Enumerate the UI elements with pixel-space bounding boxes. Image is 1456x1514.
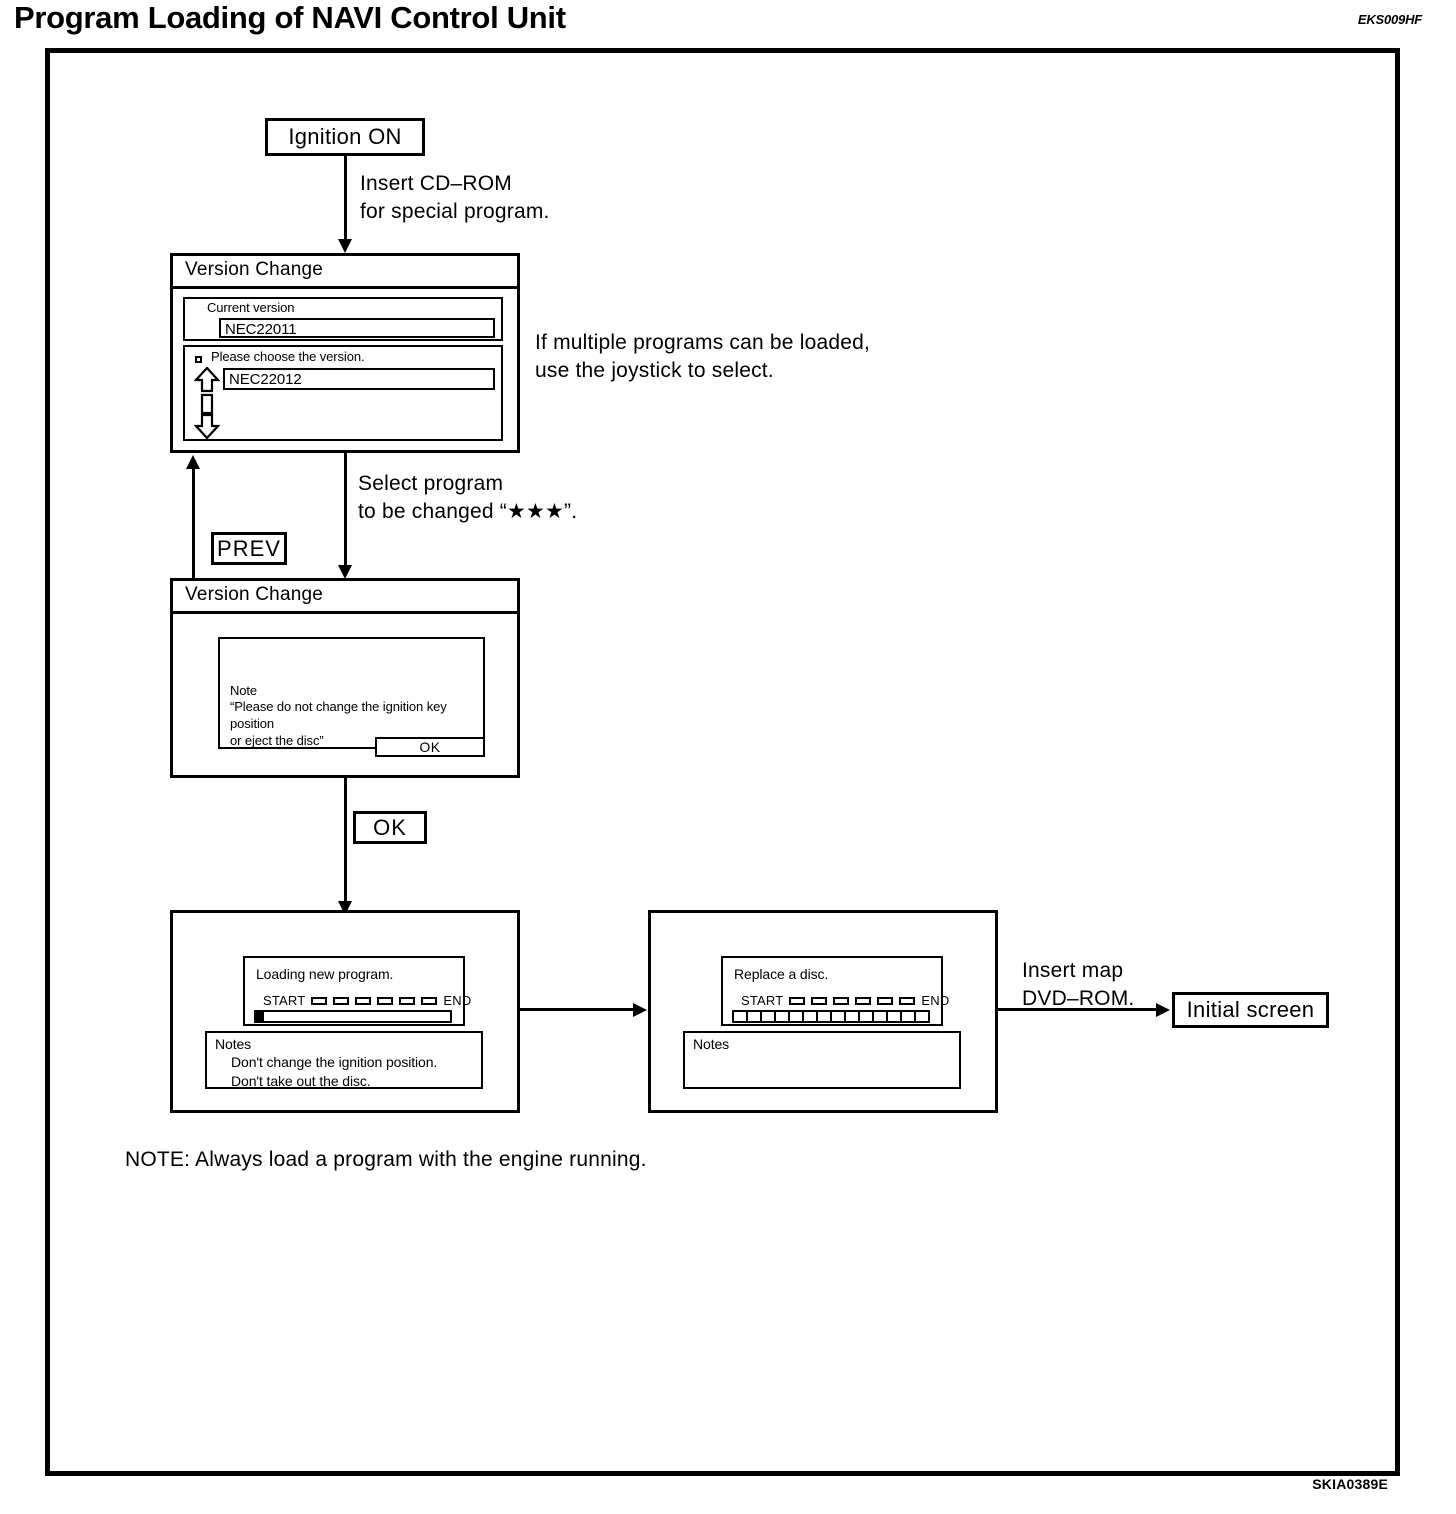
scale-tick <box>355 996 372 1005</box>
scale-tick <box>399 996 416 1005</box>
bar-segment <box>776 1012 790 1021</box>
scale-tick <box>421 996 438 1005</box>
replace-notes-panel: Notes <box>683 1031 961 1089</box>
bar-segment <box>790 1012 804 1021</box>
prev-button[interactable]: PREV <box>211 532 287 565</box>
arrowhead-up-prev <box>186 455 200 469</box>
choose-version-label: Please choose the version. <box>211 349 365 364</box>
replace-progress-panel: Replace a disc. START END <box>721 956 949 1026</box>
scale-tick <box>855 996 872 1005</box>
loading-progress-fill <box>256 1012 264 1021</box>
note-body: “Please do not change the ignition key p… <box>230 699 447 748</box>
connector-version2-to-loading <box>344 778 347 908</box>
choose-version-value[interactable]: NEC22012 <box>223 368 495 390</box>
connector-version1-to-version2 <box>344 453 347 565</box>
start-label: START <box>263 993 306 1008</box>
version-change-screen-1[interactable]: Version Change Current version NEC22011 … <box>170 253 520 453</box>
document-code: EKS009HF <box>1357 12 1422 27</box>
connector-ignition-to-version <box>344 156 347 242</box>
insert-cdrom-annotation: Insert CD–ROM for special program. <box>360 172 550 224</box>
bar-segment <box>902 1012 916 1021</box>
loading-notes-panel: Notes Don't change the ignition position… <box>205 1031 483 1089</box>
loading-program-screen: Loading new program. START END Notes <box>170 910 520 1113</box>
scale-tick <box>377 996 394 1005</box>
bar-segment <box>846 1012 860 1021</box>
scale-tick <box>789 996 806 1005</box>
scale-tick <box>833 996 850 1005</box>
loading-progress-bar <box>254 1010 452 1023</box>
loading-scale-row: START END <box>263 993 471 1008</box>
loading-progress-panel: Loading new program. START END <box>243 956 471 1026</box>
bar-segment <box>860 1012 874 1021</box>
end-label: END <box>443 993 472 1008</box>
ok-button[interactable]: OK <box>353 811 427 844</box>
bar-segment <box>888 1012 902 1021</box>
bottom-note: NOTE: Always load a program with the eng… <box>125 1148 647 1171</box>
diagram-frame <box>45 48 1400 1476</box>
scale-tick <box>333 996 350 1005</box>
joystick-scroll-indicator[interactable] <box>194 367 220 439</box>
bar-segment <box>874 1012 888 1021</box>
bar-segment <box>762 1012 776 1021</box>
scale-tick <box>877 996 894 1005</box>
version-change-screen-2[interactable]: Version Change Note “Please do not chang… <box>170 578 520 778</box>
current-version-value: NEC22011 <box>219 318 495 338</box>
scale-tick <box>899 996 916 1005</box>
loading-notes-body: Don't change the ignition position. Don'… <box>231 1054 438 1089</box>
arrowhead-right-2 <box>1156 1003 1170 1017</box>
select-program-annotation: Select program to be changed “★★★”. <box>358 472 578 524</box>
arrowhead-down-1 <box>338 239 352 253</box>
replace-notes-title: Notes <box>693 1036 730 1052</box>
bar-segment <box>916 1012 928 1021</box>
note-ok-button[interactable]: OK <box>375 737 485 757</box>
current-version-label: Current version <box>207 300 295 315</box>
insert-map-annotation: Insert map DVD–ROM. <box>1022 959 1135 1011</box>
arrowhead-right-1 <box>633 1003 647 1017</box>
bar-segment <box>818 1012 832 1021</box>
initial-screen-box[interactable]: Initial screen <box>1172 992 1329 1028</box>
joystick-annotation: If multiple programs can be loaded, use … <box>535 331 871 383</box>
note-dialog-panel: Note “Please do not change the ignition … <box>218 637 485 749</box>
scale-tick <box>811 996 828 1005</box>
ignition-on-box[interactable]: Ignition ON <box>265 118 425 156</box>
screen1-title: Version Change <box>173 256 517 289</box>
start-label: START <box>741 993 784 1008</box>
choose-version-group[interactable]: Please choose the version. NEC22012 <box>183 345 503 441</box>
replace-caption: Replace a disc. <box>734 966 829 982</box>
replace-progress-bar <box>732 1010 930 1023</box>
note-title: Note <box>230 683 258 698</box>
figure-code: SKIA0389E <box>1312 1476 1388 1492</box>
bar-segment <box>748 1012 762 1021</box>
bar-segment <box>832 1012 846 1021</box>
bar-segment <box>734 1012 748 1021</box>
page-title: Program Loading of NAVI Control Unit <box>14 0 566 35</box>
scroll-arrows-icon <box>194 367 220 439</box>
arrowhead-down-2 <box>338 565 352 579</box>
replace-scale-row: START END <box>741 993 949 1008</box>
list-bullet-icon <box>195 356 202 363</box>
screen2-title: Version Change <box>173 581 517 614</box>
connector-loading-to-replace <box>520 1008 635 1011</box>
current-version-group: Current version NEC22011 <box>183 297 503 341</box>
scale-tick <box>311 996 328 1005</box>
connector-replace-to-initial <box>998 1008 1158 1011</box>
replace-disc-screen: Replace a disc. START END <box>648 910 998 1113</box>
bar-segment <box>804 1012 818 1021</box>
loading-notes-title: Notes <box>215 1036 252 1052</box>
end-label: END <box>921 993 950 1008</box>
connector-prev-return <box>192 468 195 580</box>
loading-caption: Loading new program. <box>256 966 394 982</box>
